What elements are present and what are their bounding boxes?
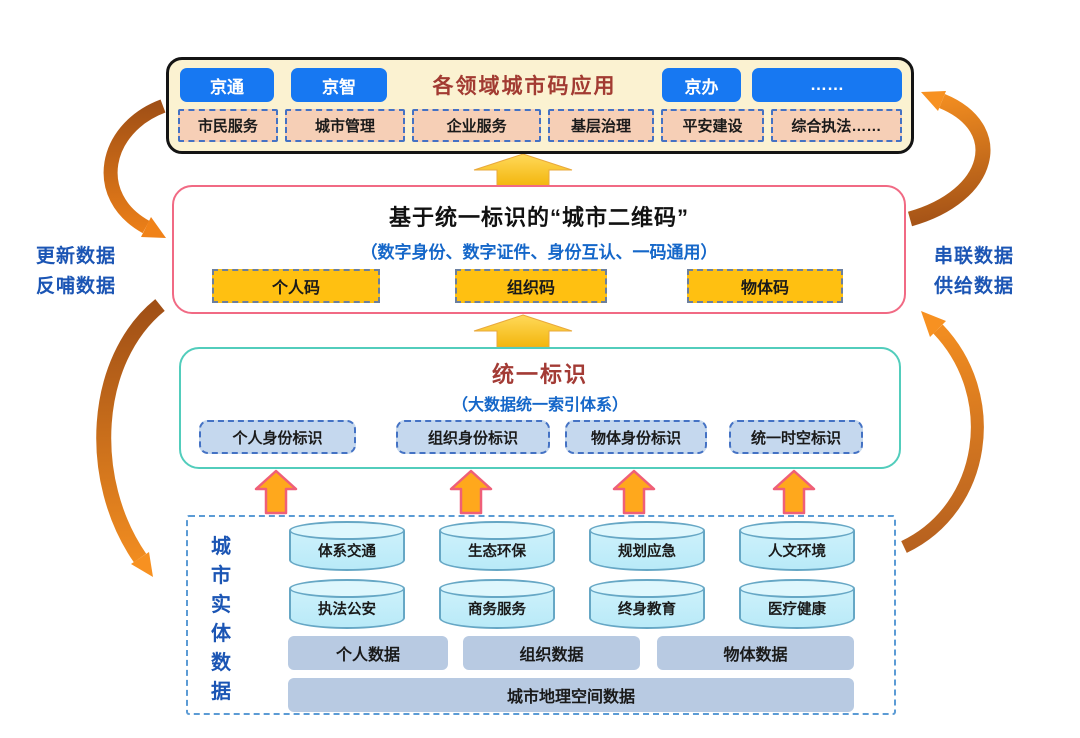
id-box-personal: 个人身份标识 [199, 420, 356, 454]
db-cylinder-ecology: 生态环保 [439, 521, 555, 571]
entity-data-label: 城 市 实 体 数 据 [204, 530, 238, 703]
up-arrow-org-id [449, 469, 493, 515]
db-cylinder-police: 执法公安 [289, 579, 405, 629]
db-cylinder-education: 终身教育 [589, 579, 705, 629]
id-box-spacetime: 统一时空标识 [729, 420, 863, 454]
db-cylinder-health: 医疗健康 [739, 579, 855, 629]
code-box-personal: 个人码 [212, 269, 380, 303]
data-bar-geospatial: 城市地理空间数据 [288, 678, 854, 712]
db-cylinder-humanity: 人文环境 [739, 521, 855, 571]
supply-arrow-top [907, 91, 991, 227]
left-label-line1: 更新数据 [36, 246, 117, 267]
data-bar-organization: 组织数据 [463, 636, 640, 670]
right-label-line2: 供给数据 [934, 276, 1015, 298]
data-bar-personal: 个人数据 [288, 636, 448, 670]
id-layer-container: 统一标识 （大数据统一索引体系） 个人身份标识 组织身份标识 物体身份标识 统一… [179, 347, 901, 469]
id-box-organization: 组织身份标识 [396, 420, 550, 454]
entity-data-container: 城 市 实 体 数 据 体系交通 生态环保 规划应急 人文环境 执法公安 商务服… [186, 515, 896, 715]
code-box-organization: 组织码 [455, 269, 607, 303]
code-box-object: 物体码 [687, 269, 843, 303]
service-box-citizen: 市民服务 [178, 109, 278, 142]
entity-label-char: 据 [211, 681, 231, 703]
service-box-grassroots: 基层治理 [547, 109, 655, 142]
update-feedback-arrow-bottom [96, 299, 165, 577]
update-feedback-arrow-top [103, 99, 166, 238]
id-layer-title: 统一标识 [491, 362, 588, 387]
up-arrow-qr-to-app [473, 153, 573, 187]
qr-layer-container: 基于统一标识的“城市二维码” （数字身份、数字证件、身份互认、一码通用） 个人码… [172, 185, 906, 314]
up-arrow-spacetime-id [772, 469, 816, 515]
up-arrow-person-id [254, 469, 298, 515]
left-side-label: 更新数据 反哺数据 [36, 242, 116, 303]
service-box-enforcement: 综合执法…… [770, 109, 902, 142]
entity-label-char: 数 [211, 652, 231, 674]
app-layer-title: 各领域城市码应用 [432, 75, 617, 98]
app-layer-container: 京通 京智 各领域城市码应用 京办 …… 市民服务 城市管理 企业服务 基层治理… [166, 57, 914, 154]
service-box-city-mgmt: 城市管理 [284, 109, 406, 142]
supply-arrow-bottom [901, 311, 984, 553]
service-box-enterprise: 企业服务 [412, 109, 541, 142]
entity-label-char: 实 [211, 594, 231, 616]
right-label-line1: 串联数据 [934, 246, 1015, 267]
entity-label-char: 体 [211, 623, 231, 645]
left-label-line2: 反哺数据 [36, 276, 117, 298]
db-cylinder-planning: 规划应急 [589, 521, 705, 571]
entity-label-char: 城 [211, 536, 231, 558]
app-chip-more: …… [752, 68, 902, 102]
app-chip-jingban: 京办 [662, 68, 741, 102]
id-layer-subtitle: （大数据统一索引体系） [451, 397, 628, 414]
db-cylinder-transport: 体系交通 [289, 521, 405, 571]
qr-layer-title: 基于统一标识的“城市二维码” [388, 205, 689, 230]
right-side-label: 串联数据 供给数据 [934, 242, 1014, 303]
qr-layer-subtitle: （数字身份、数字证件、身份互认、一码通用） [360, 243, 718, 262]
id-box-object: 物体身份标识 [565, 420, 707, 454]
entity-label-char: 市 [211, 565, 231, 587]
app-layer-service-row: 市民服务 城市管理 企业服务 基层治理 平安建设 综合执法…… [178, 109, 902, 142]
up-arrow-object-id [612, 469, 656, 515]
service-box-safety: 平安建设 [661, 109, 764, 142]
data-bar-object: 物体数据 [657, 636, 854, 670]
app-chip-jingtong: 京通 [180, 68, 274, 102]
app-layer-top-row: 京通 京智 各领域城市码应用 京办 …… [178, 68, 902, 102]
up-arrow-id-to-qr [473, 314, 573, 348]
app-chip-jingzhi: 京智 [291, 68, 387, 102]
db-cylinder-commerce: 商务服务 [439, 579, 555, 629]
